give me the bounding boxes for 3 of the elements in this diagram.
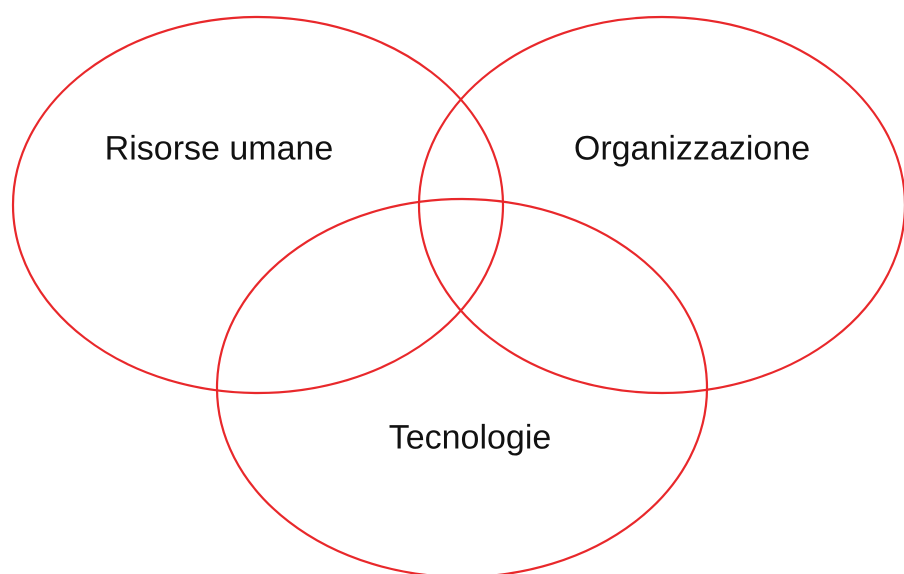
set-label: Risorse umane [104, 130, 334, 168]
set-label: Organizzazione [574, 130, 810, 168]
set-label: Tecnologie [388, 418, 552, 458]
